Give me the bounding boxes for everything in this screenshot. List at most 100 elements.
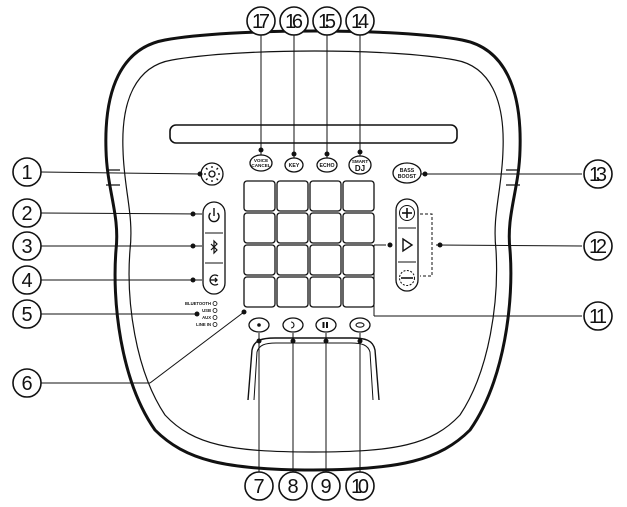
callout-7: 7 xyxy=(244,471,274,501)
leader-lines xyxy=(40,35,583,472)
source-status-indicators: BLUETOOTH USB AUX LINE IN xyxy=(185,301,218,327)
pad-grid xyxy=(243,180,375,308)
status-usb: USB xyxy=(202,308,211,313)
handle-slot xyxy=(169,124,458,144)
status-led-usb xyxy=(212,308,218,313)
callout-circle xyxy=(311,471,341,501)
dj-pad-r4-c2[interactable] xyxy=(276,276,309,308)
key-label: KEY xyxy=(289,163,300,169)
callout-number: 4 xyxy=(21,270,32,292)
dj-pad-r3-c3[interactable] xyxy=(309,244,342,276)
callout-number: 10 xyxy=(351,476,369,498)
dj-pad-r4-c3[interactable] xyxy=(309,276,342,308)
callout-number: 6 xyxy=(21,373,32,395)
key-button[interactable]: KEY xyxy=(284,157,304,173)
callout-number: 1 xyxy=(21,162,32,184)
callout-number: 15 xyxy=(318,11,336,33)
echo-label: ECHO xyxy=(320,163,335,169)
dj-pad-r1-c2[interactable] xyxy=(276,180,309,212)
play-pause-button[interactable] xyxy=(402,237,414,253)
callout-circle xyxy=(279,6,309,36)
speaker-inner-outline xyxy=(122,50,504,453)
pause-track-button[interactable] xyxy=(315,317,337,333)
dj-pad-r2-c3[interactable] xyxy=(309,212,342,244)
dj-pad-r2-c4[interactable] xyxy=(342,212,375,244)
callout-8: 8 xyxy=(278,471,308,501)
status-line-in: LINE IN xyxy=(196,322,211,327)
callout-10: 10 xyxy=(345,471,375,501)
callout-6: 6 xyxy=(12,368,42,398)
callout-3: 3 xyxy=(12,231,42,261)
callout-number: 5 xyxy=(21,304,32,326)
callout-circle xyxy=(312,6,342,36)
loop-arrow-icon xyxy=(290,321,295,329)
play-icon xyxy=(402,237,414,253)
callout-16: 16 xyxy=(279,6,309,36)
source-button[interactable] xyxy=(209,274,219,286)
sun-light-icon xyxy=(204,166,220,182)
dj-pad-r1-c3[interactable] xyxy=(309,180,342,212)
callout-15: 15 xyxy=(312,6,342,36)
callout-circle xyxy=(12,265,42,295)
callout-circle xyxy=(278,471,308,501)
smart-dj-button[interactable]: SMART DJ xyxy=(348,155,372,175)
callout-circle xyxy=(12,299,42,329)
callout-number: 7 xyxy=(253,476,264,498)
callout-2: 2 xyxy=(12,198,42,228)
dj-pad-r4-c1[interactable] xyxy=(243,276,276,308)
left-notch xyxy=(106,169,120,186)
source-input-icon xyxy=(209,274,219,286)
bluetooth-button[interactable] xyxy=(210,239,218,255)
dj-pad-r2-c1[interactable] xyxy=(243,212,276,244)
boost-label: BOOST xyxy=(398,174,417,180)
right-control-strip xyxy=(395,198,419,292)
callout-circle xyxy=(583,301,613,331)
callout-circle xyxy=(345,6,375,36)
echo-button[interactable]: ECHO xyxy=(316,157,338,173)
dj-pad-r3-c4[interactable] xyxy=(342,244,375,276)
status-aux: AUX xyxy=(202,315,211,320)
record-dot-icon xyxy=(257,323,261,327)
dj-pad-r1-c4[interactable] xyxy=(342,180,375,212)
status-led-line-in xyxy=(212,322,218,327)
dj-pad-r3-c1[interactable] xyxy=(243,244,276,276)
effect-button[interactable] xyxy=(349,317,371,333)
power-icon xyxy=(208,208,220,223)
callout-number: 16 xyxy=(285,11,303,33)
callout-number: 17 xyxy=(252,11,270,33)
callout-circle xyxy=(12,157,42,187)
loop-button[interactable] xyxy=(282,317,304,333)
callout-5: 5 xyxy=(12,299,42,329)
bass-boost-button[interactable]: BASS BOOST xyxy=(392,162,422,184)
bottom-recess xyxy=(247,337,380,401)
volume-down-button[interactable] xyxy=(399,270,415,286)
callout-circle xyxy=(246,6,276,36)
dj-pad-r3-c2[interactable] xyxy=(276,244,309,276)
callout-circle xyxy=(583,159,613,189)
dj-pad-r2-c2[interactable] xyxy=(276,212,309,244)
light-button[interactable] xyxy=(200,162,224,186)
dj-pad-r4-c4[interactable] xyxy=(342,276,375,308)
callout-14: 14 xyxy=(345,6,375,36)
callout-circle xyxy=(583,231,613,261)
voice-cancel-button[interactable]: VOICE CANCEL xyxy=(249,154,273,172)
callout-11: 11 xyxy=(583,301,613,331)
callout-circle xyxy=(244,471,274,501)
record-button[interactable] xyxy=(248,317,270,333)
callout-number: 13 xyxy=(589,164,607,186)
volume-up-button[interactable] xyxy=(399,205,415,221)
plus-icon xyxy=(402,208,412,218)
dj-pad-r1-c1[interactable] xyxy=(243,180,276,212)
callout-number: 2 xyxy=(21,203,32,225)
callout-17: 17 xyxy=(246,6,276,36)
power-button[interactable] xyxy=(208,208,220,223)
status-led-aux xyxy=(212,315,218,320)
smart-label: SMART xyxy=(352,159,369,164)
callout-number: 9 xyxy=(320,476,331,498)
voice-label: VOICE xyxy=(254,158,268,163)
status-led-bluetooth xyxy=(212,301,218,306)
callout-number: 8 xyxy=(287,476,298,498)
callout-circle xyxy=(345,471,375,501)
